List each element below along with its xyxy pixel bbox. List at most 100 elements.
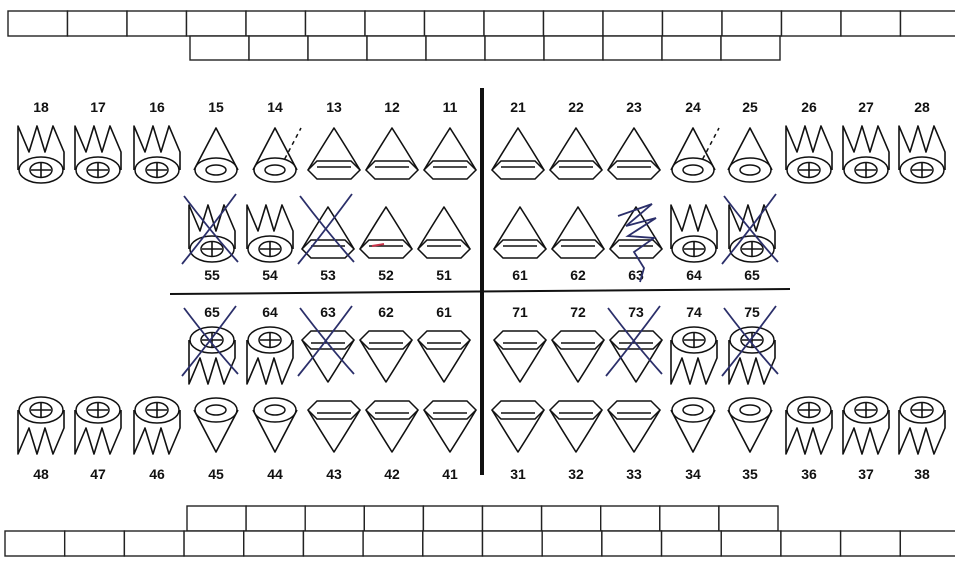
tooth-16[interactable]	[134, 126, 180, 183]
grid-cell[interactable]	[485, 36, 544, 60]
tooth-32[interactable]	[550, 401, 602, 452]
tooth-64[interactable]	[247, 327, 293, 384]
grid-cell[interactable]	[426, 36, 485, 60]
grid-cell[interactable]	[722, 11, 782, 36]
tooth-28[interactable]	[899, 126, 945, 183]
grid-cell[interactable]	[483, 506, 542, 531]
grid-cell[interactable]	[249, 36, 308, 60]
tooth-13[interactable]	[308, 128, 360, 179]
grid-cell[interactable]	[662, 531, 722, 556]
grid-cell[interactable]	[190, 36, 249, 60]
tooth-17[interactable]	[75, 126, 121, 183]
tooth-37[interactable]	[843, 397, 889, 454]
grid-cell[interactable]	[367, 36, 426, 60]
grid-cell[interactable]	[721, 36, 780, 60]
tooth-65[interactable]	[729, 205, 775, 262]
grid-cell[interactable]	[246, 11, 306, 36]
tooth-61[interactable]	[494, 207, 546, 258]
grid-cell[interactable]	[306, 11, 366, 36]
grid-cell[interactable]	[364, 506, 423, 531]
tooth-62[interactable]	[552, 207, 604, 258]
grid-cell[interactable]	[423, 531, 483, 556]
grid-cell[interactable]	[782, 11, 842, 36]
tooth-22[interactable]	[550, 128, 602, 179]
tooth-23[interactable]	[608, 128, 660, 179]
tooth-25[interactable]	[728, 128, 772, 182]
grid-cell[interactable]	[719, 506, 778, 531]
tooth-31[interactable]	[492, 401, 544, 452]
grid-cell[interactable]	[542, 531, 602, 556]
grid-cell[interactable]	[484, 11, 544, 36]
grid-cell[interactable]	[660, 506, 719, 531]
tooth-41[interactable]	[424, 401, 476, 452]
grid-cell[interactable]	[305, 506, 364, 531]
grid-cell[interactable]	[544, 11, 604, 36]
tooth-24[interactable]	[671, 128, 719, 182]
tooth-42[interactable]	[366, 401, 418, 452]
tooth-33[interactable]	[608, 401, 660, 452]
tooth-26[interactable]	[786, 126, 832, 183]
tooth-74[interactable]	[671, 327, 717, 384]
grid-cell[interactable]	[721, 531, 781, 556]
tooth-72[interactable]	[552, 331, 604, 382]
tooth-45[interactable]	[194, 398, 238, 452]
tooth-52[interactable]	[360, 207, 412, 258]
tooth-48[interactable]	[18, 397, 64, 454]
tooth-65[interactable]	[189, 327, 235, 384]
grid-cell[interactable]	[303, 531, 363, 556]
tooth-71[interactable]	[494, 331, 546, 382]
grid-cell[interactable]	[244, 531, 304, 556]
tooth-46[interactable]	[134, 397, 180, 454]
grid-cell[interactable]	[781, 531, 841, 556]
tooth-35[interactable]	[728, 398, 772, 452]
tooth-55[interactable]	[189, 205, 235, 262]
grid-cell[interactable]	[483, 531, 543, 556]
grid-cell[interactable]	[365, 11, 425, 36]
tooth-54[interactable]	[247, 205, 293, 262]
grid-cell[interactable]	[363, 531, 423, 556]
grid-cell[interactable]	[901, 11, 955, 36]
grid-cell[interactable]	[187, 11, 247, 36]
tooth-21[interactable]	[492, 128, 544, 179]
grid-cell[interactable]	[127, 11, 187, 36]
grid-cell[interactable]	[542, 506, 601, 531]
tooth-11[interactable]	[424, 128, 476, 179]
tooth-64[interactable]	[671, 205, 717, 262]
grid-cell[interactable]	[308, 36, 367, 60]
tooth-27[interactable]	[843, 126, 889, 183]
grid-cell[interactable]	[65, 531, 125, 556]
tooth-36[interactable]	[786, 397, 832, 454]
tooth-34[interactable]	[671, 398, 715, 452]
grid-cell[interactable]	[187, 506, 246, 531]
grid-cell[interactable]	[5, 531, 65, 556]
tooth-62[interactable]	[360, 331, 412, 382]
grid-cell[interactable]	[603, 36, 662, 60]
grid-cell[interactable]	[663, 11, 723, 36]
grid-cell[interactable]	[602, 531, 662, 556]
grid-cell[interactable]	[425, 11, 485, 36]
grid-cell[interactable]	[900, 531, 955, 556]
grid-cell[interactable]	[603, 11, 663, 36]
tooth-12[interactable]	[366, 128, 418, 179]
grid-cell[interactable]	[184, 531, 244, 556]
tooth-44[interactable]	[253, 398, 297, 452]
grid-cell[interactable]	[68, 11, 128, 36]
tooth-47[interactable]	[75, 397, 121, 454]
grid-cell[interactable]	[246, 506, 305, 531]
tooth-18[interactable]	[18, 126, 64, 183]
tooth-75[interactable]	[729, 327, 775, 384]
grid-cell[interactable]	[124, 531, 184, 556]
grid-cell[interactable]	[544, 36, 603, 60]
grid-cell[interactable]	[601, 506, 660, 531]
grid-cell[interactable]	[841, 11, 901, 36]
tooth-14[interactable]	[253, 128, 301, 182]
grid-cell[interactable]	[662, 36, 721, 60]
grid-cell[interactable]	[423, 506, 482, 531]
tooth-43[interactable]	[308, 401, 360, 452]
tooth-61[interactable]	[418, 331, 470, 382]
grid-cell[interactable]	[8, 11, 68, 36]
grid-cell[interactable]	[841, 531, 901, 556]
tooth-15[interactable]	[194, 128, 238, 182]
tooth-51[interactable]	[418, 207, 470, 258]
tooth-38[interactable]	[899, 397, 945, 454]
